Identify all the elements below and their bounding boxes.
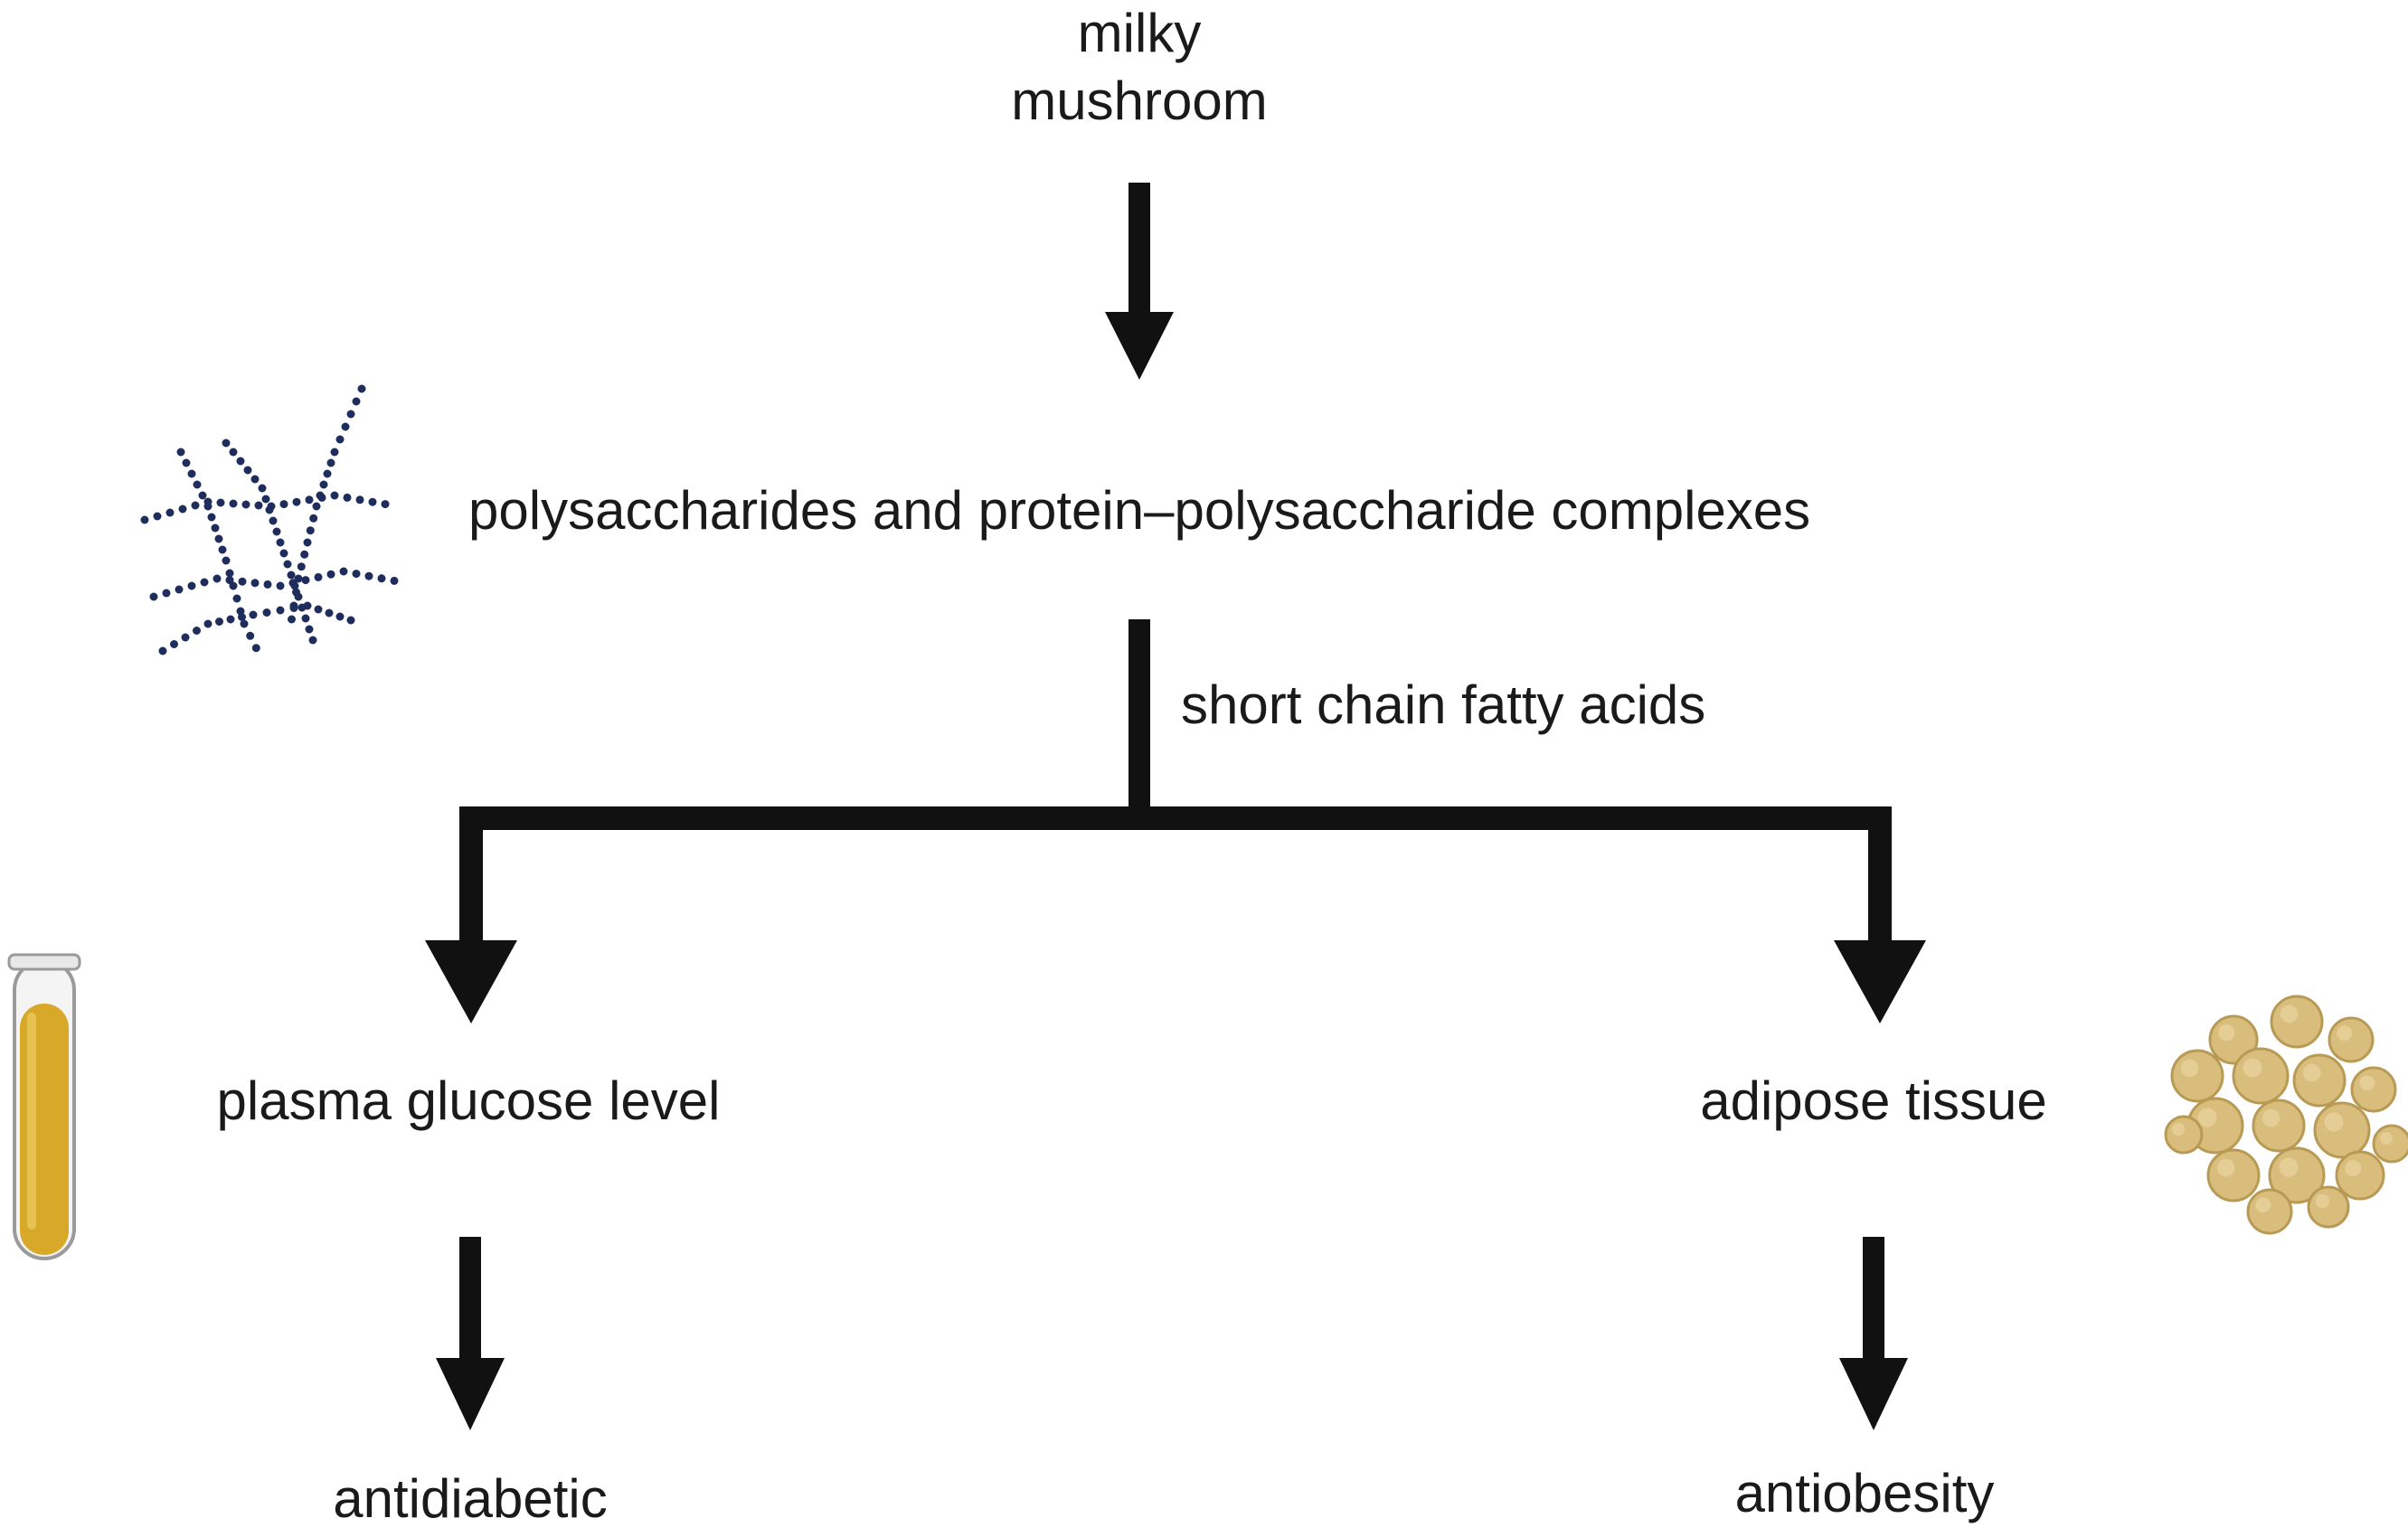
polysaccharide-chain-icon <box>140 384 399 655</box>
branch-connector <box>425 619 1926 1023</box>
right-target-label: adipose tissue <box>1700 1070 2047 1131</box>
source-label-line1: milky <box>1078 3 1202 63</box>
blood-plasma-test-tube-icon <box>7 953 81 1260</box>
arrow-left-target-to-outcome <box>436 1237 505 1430</box>
compounds-label: polysaccharides and protein–polysacchari… <box>468 480 1810 541</box>
adipose-cells-icon <box>2164 995 2408 1235</box>
right-outcome-label: antiobesity <box>1735 1463 1995 1523</box>
arrow-right-target-to-outcome <box>1839 1237 1908 1430</box>
left-outcome-label: antidiabetic <box>333 1468 608 1529</box>
mediator-label: short chain fatty acids <box>1181 674 1705 735</box>
arrow-source-to-compounds <box>1105 183 1174 380</box>
source-label-line2: mushroom <box>1011 71 1267 131</box>
left-target-label: plasma glucose level <box>217 1070 721 1131</box>
